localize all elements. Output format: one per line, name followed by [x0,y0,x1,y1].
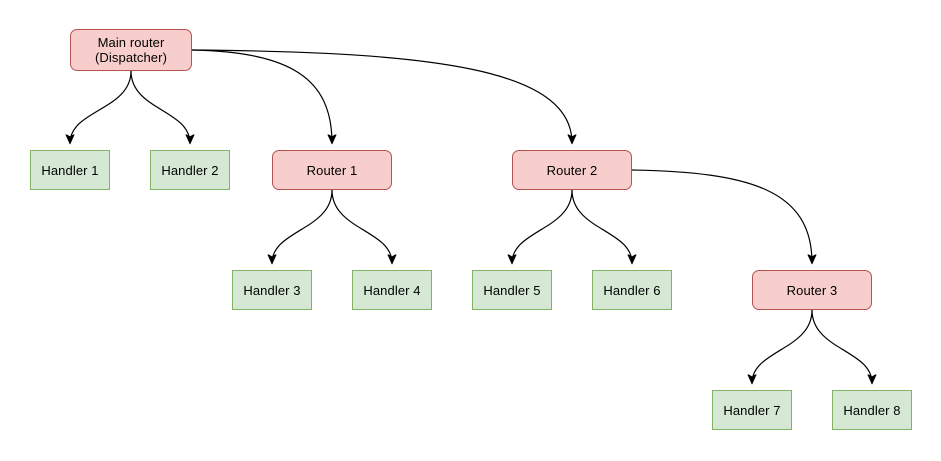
edge-router-3-to-handler-8 [811,309,872,383]
node-label-handler-5: Handler 5 [483,282,541,298]
edge-main-router-to-router-1 [191,49,332,143]
edge-router-3-to-handler-7 [752,309,813,383]
node-label-handler-3: Handler 3 [243,282,301,298]
node-handler-8[interactable]: Handler 8 [832,390,912,430]
edge-main-router-to-router-2 [191,49,572,143]
node-label-handler-6: Handler 6 [603,282,661,298]
node-label-handler-2: Handler 2 [161,162,219,178]
node-label-router-3: Router 3 [786,282,838,298]
node-handler-1[interactable]: Handler 1 [30,150,110,190]
edge-router-1-to-handler-4 [331,189,392,263]
node-handler-2[interactable]: Handler 2 [150,150,230,190]
edge-router-1-to-handler-3 [272,189,333,263]
node-label-router-1: Router 1 [306,162,358,178]
node-main-router[interactable]: Main router (Dispatcher) [70,29,192,71]
node-label-router-2: Router 2 [546,162,598,178]
edge-router-2-to-router-3 [631,169,812,263]
edge-main-router-to-handler-2 [130,70,190,143]
node-handler-6[interactable]: Handler 6 [592,270,672,310]
node-label-handler-8: Handler 8 [843,402,901,418]
edge-router-2-to-handler-5 [512,189,573,263]
node-handler-4[interactable]: Handler 4 [352,270,432,310]
node-label-handler-1: Handler 1 [41,162,99,178]
node-label-handler-4: Handler 4 [363,282,421,298]
node-label-handler-7: Handler 7 [723,402,781,418]
edge-main-router-to-handler-1 [70,70,132,143]
edge-group [70,49,872,383]
node-handler-7[interactable]: Handler 7 [712,390,792,430]
node-handler-5[interactable]: Handler 5 [472,270,552,310]
node-router-3[interactable]: Router 3 [752,270,872,310]
node-label-main-router: Main router (Dispatcher) [95,35,167,65]
node-router-2[interactable]: Router 2 [512,150,632,190]
node-router-1[interactable]: Router 1 [272,150,392,190]
edge-router-2-to-handler-6 [571,189,632,263]
node-handler-3[interactable]: Handler 3 [232,270,312,310]
